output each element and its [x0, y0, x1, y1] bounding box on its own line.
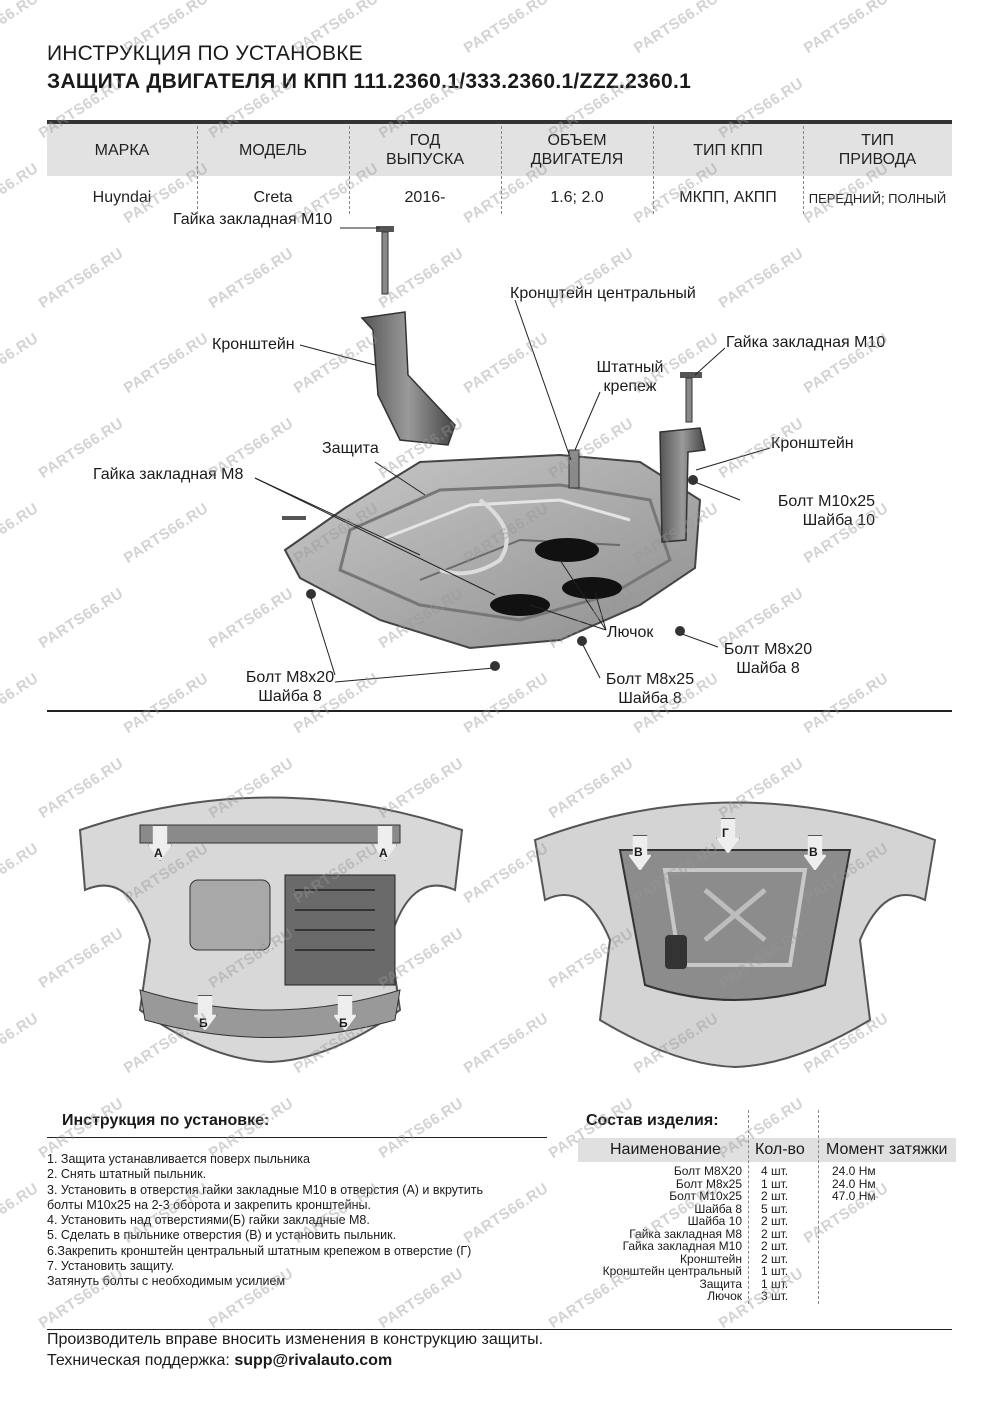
label-bolt-m8x20-right: Болт M8x20 Шайба 8: [723, 641, 813, 677]
photo-engine-bay: [78, 796, 464, 1064]
value-year: 2016-: [404, 189, 446, 206]
watermark-text: PARTS66.RU: [800, 0, 892, 58]
value-gearbox: МКПП, АКПП: [679, 189, 777, 206]
nut-m10-left: [376, 226, 394, 295]
footer-rule: [47, 1329, 952, 1330]
composition-header-torque: Момент затяжки: [826, 1141, 948, 1158]
watermark-text: PARTS66.RU: [630, 0, 722, 58]
footer-support: Техническая поддержка: supp@rivalauto.co…: [47, 1352, 392, 1370]
document-title: ИНСТРУКЦИЯ ПО УСТАНОВКЕ: [47, 42, 363, 65]
instruction-step: 1. Защита устанавливается поверх пыльник…: [47, 1152, 310, 1166]
instructions-title: Инструкция по установке:: [62, 1112, 270, 1129]
watermark-text: PARTS66.RU: [0, 1179, 42, 1247]
marker-v-left: В: [634, 845, 643, 859]
composition-title: Состав изделия:: [586, 1112, 719, 1129]
bolt-m8x25: [577, 636, 587, 646]
bolt-m10: [688, 475, 698, 485]
instruction-step: 2. Снять штатный пыльник.: [47, 1167, 207, 1182]
hatch-2: [490, 594, 550, 616]
header-year: ГОД ВЫПУСКА: [385, 132, 465, 168]
instruction-step: 4. Установить над отверстиями(Б) гайки з…: [47, 1213, 370, 1228]
instruction-step: 6.Закрепить кронштейн центральный штатны…: [47, 1243, 472, 1258]
label-bolt-m8x25: Болт M8x25 Шайба 8: [605, 671, 695, 707]
bracket-central: [568, 449, 580, 489]
value-make: Huyndai: [92, 189, 152, 206]
photo-installed-guard: [533, 801, 937, 1069]
instructions-list: 1. Защита устанавливается поверх пыльник…: [47, 1152, 567, 1290]
header-drive: ТИП ПРИВОДА: [838, 132, 917, 168]
value-drive: ПЕРЕДНИЙ; ПОЛНЫЙ: [808, 190, 947, 206]
footer-note: Производитель вправе вносить изменения в…: [47, 1331, 544, 1348]
marker-g: Г: [722, 826, 729, 840]
bracket-right: [659, 427, 706, 543]
hatch-1: [535, 538, 599, 562]
marker-a-left: А: [154, 846, 163, 860]
composition-header-qty: Кол-во: [755, 1141, 805, 1158]
watermark-text: PARTS66.RU: [460, 0, 552, 58]
marker-a-right: А: [379, 846, 388, 860]
nut-m10-right: [680, 372, 702, 423]
instructions-rule: [47, 1137, 547, 1138]
label-nut-m10-right: Гайка закладная M10: [726, 334, 886, 351]
watermark-text: PARTS66.RU: [0, 0, 42, 58]
marker-b-left: Б: [199, 1016, 208, 1030]
support-label: Техническая поддержка:: [47, 1352, 235, 1369]
guard-plate: [283, 453, 702, 650]
label-nut-m8: Гайка закладная M8: [93, 466, 244, 483]
header-gearbox: ТИП КПП: [693, 141, 763, 159]
watermark-text: PARTS66.RU: [0, 1009, 42, 1077]
marker-v-right: В: [809, 845, 818, 859]
label-bracket-right: Кронштейн: [771, 435, 854, 452]
leader-lines: [254, 227, 771, 683]
instruction-step: болты M10х25 на 2-3 оборота и закрепить …: [47, 1197, 371, 1212]
label-bracket-central: Кронштейн центральный: [510, 285, 696, 302]
label-bolt-m8x20-left: Болт M8x20 Шайба 8: [245, 669, 335, 705]
bracket-left: [360, 311, 456, 446]
watermark-text: PARTS66.RU: [0, 839, 42, 907]
label-bracket-left: Кронштейн: [212, 336, 295, 353]
value-engine: 1.6; 2.0: [550, 189, 604, 206]
marker-b-right: Б: [339, 1016, 348, 1030]
instruction-step: 3. Установить в отверстия гайки закладны…: [47, 1182, 483, 1197]
label-stock-fastener: Штатный крепеж: [596, 359, 664, 395]
instruction-step: Затянуть болты с необходимым усилием: [47, 1274, 286, 1289]
label-bolt-m10: Болт M10x25 Шайба 10: [777, 493, 875, 529]
label-guard: Защита: [322, 440, 379, 457]
section-divider: [47, 710, 952, 712]
document-subtitle: ЗАЩИТА ДВИГАТЕЛЯ И КПП 111.2360.1/333.23…: [47, 70, 692, 93]
bolt-m8-right: [675, 626, 685, 636]
instruction-step: 5. Сделать в пыльнике отверстия (В) и ус…: [47, 1228, 397, 1243]
header-engine: ОБЪЕМ ДВИГАТЕЛЯ: [530, 132, 624, 168]
nut-m8: [282, 516, 306, 520]
label-hatch: Лючок: [607, 624, 654, 641]
exploded-diagram: [254, 226, 771, 683]
bolt-m8-left: [306, 589, 316, 599]
header-model: МОДЕЛЬ: [239, 141, 307, 159]
hatch-3: [562, 577, 622, 599]
composition-header-name: Наименование: [610, 1141, 721, 1158]
label-nut-m10-left: Гайка закладная M10: [173, 211, 333, 228]
bolt-m8-bottom: [490, 661, 500, 671]
header-make: МАРКА: [94, 141, 150, 159]
instruction-step: 7. Установить защиту.: [47, 1259, 175, 1274]
value-model: Creta: [253, 189, 293, 206]
spec-table: МАРКА МОДЕЛЬ ГОД ВЫПУСКА ОБЪЕМ ДВИГАТЕЛЯ…: [47, 120, 952, 220]
support-email[interactable]: supp@rivalauto.com: [234, 1352, 393, 1369]
